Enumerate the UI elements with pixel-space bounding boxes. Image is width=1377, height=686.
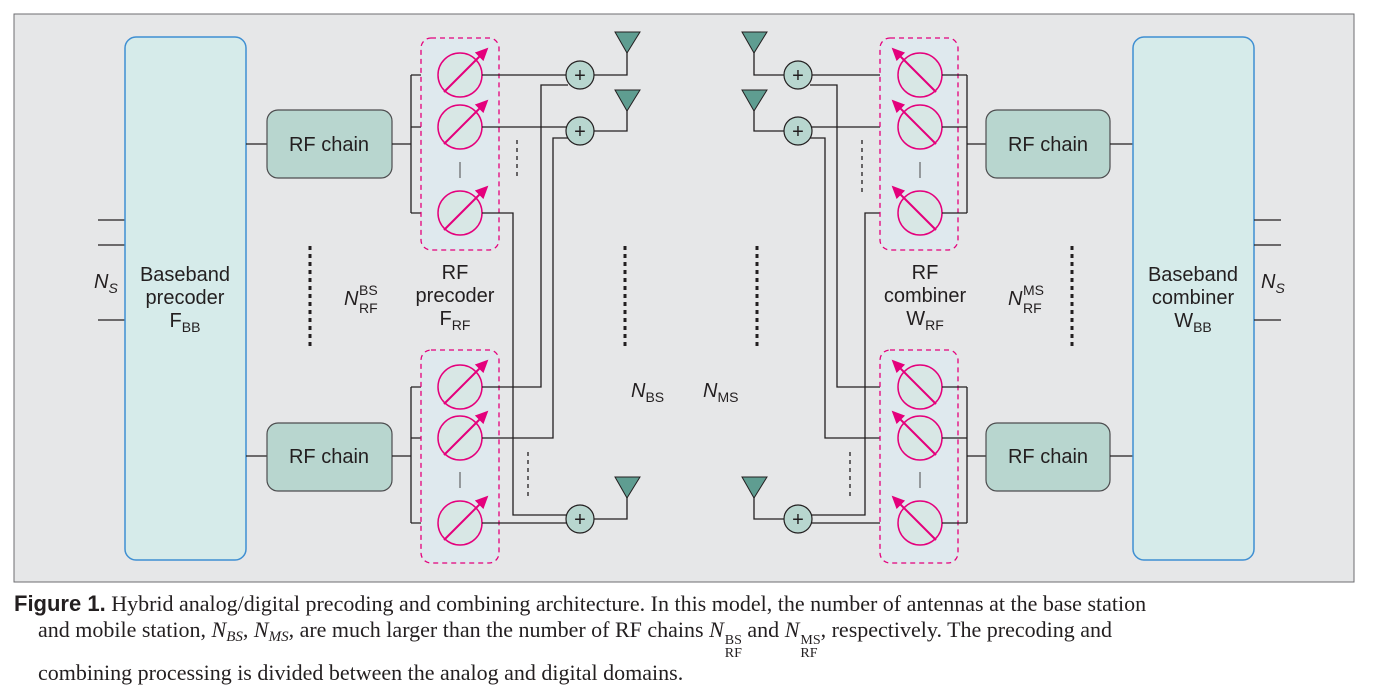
caption-line-2: and mobile station, NBS, NMS, are much l… [14,617,1364,661]
baseband-combiner-block [1132,36,1255,561]
ms-n-rf-symbol: N [1008,288,1023,310]
wire [810,84,898,388]
antenna-icon [741,31,784,76]
bs-rf-chain-bottom [266,422,393,492]
baseband-combiner-label-line2: combiner [1152,287,1235,309]
figure-caption: Figure 1. Hybrid analog/digital precodin… [14,591,1364,686]
adder-icon: + [783,116,813,146]
caption-text: , [242,617,254,642]
caption-math-n-ms: NMS [253,617,289,645]
adder-icon: + [783,60,813,90]
phase-shifter-icon [891,410,943,461]
wire [482,84,568,388]
phase-shifter-icon [437,359,489,410]
wire [482,212,567,516]
bs-n-rf-sub: RF [359,300,378,316]
caption-text: Hybrid analog/digital precoding and comb… [105,591,1147,616]
antenna-icon [594,89,641,132]
adder-icon: + [565,504,595,534]
ms-rf-chain-bottom-label: RF chain [1008,446,1088,468]
svg-text:+: + [574,509,586,531]
antenna-icon [594,31,641,76]
phase-shifter-icon [437,410,489,461]
phase-shifter-icon [891,47,943,98]
rf-combiner-symbol: WRF [906,308,944,333]
caption-text: , respectively. The precoding and [820,617,1113,642]
baseband-combiner-symbol: WBB [1174,310,1212,335]
rf-combiner-label-line2: combiner [884,285,967,307]
ms-side: NMS + + + [703,31,1285,564]
svg-text:+: + [792,121,804,143]
caption-line-3: combining processing is divided between … [14,660,1364,686]
adder-icon: + [565,60,595,90]
rf-precoder-label-line1: RF [442,262,469,284]
caption-text: , are much larger than the number of RF … [288,617,710,642]
caption-text: and mobile station, [38,617,212,642]
phase-shifter-icon [891,359,943,410]
ms-rf-chain-top-label: RF chain [1008,134,1088,156]
phase-shifter-icon [891,99,943,150]
wire [482,137,568,439]
rf-precoder-label-line2: precoder [416,285,495,307]
adder-icon: + [783,504,813,534]
phase-shifter-icon [437,99,489,150]
phase-shifter-icon [437,185,489,236]
hybrid-architecture-diagram: NS Baseband precoder FBB RF chain RF cha… [13,13,1355,583]
bs-rf-chain-top-label: RF chain [289,134,369,156]
caption-text: and [741,617,785,642]
bs-n-rf-sup: BS [359,282,378,298]
antenna-icon [741,476,784,520]
ms-output-streams [1254,219,1281,321]
figure-label: Figure 1. [14,591,106,616]
ms-antenna-count: NMS [703,380,738,405]
baseband-precoder-block [124,36,247,561]
bs-antenna-count: NBS [631,380,664,405]
svg-text:+: + [792,509,804,531]
rf-combiner-label-line1: RF [912,262,939,284]
phase-shifter-icon [891,495,943,546]
svg-text:+: + [792,65,804,87]
bs-combining-wiring [482,74,568,524]
bs-n-rf-symbol: N [344,288,359,310]
ms-rf-chain-bottom [985,422,1111,492]
baseband-precoder-label-line1: Baseband [140,264,230,286]
wire [810,137,898,439]
adder-icon: + [565,116,595,146]
caption-line-1: Figure 1. Hybrid analog/digital precodin… [14,591,1364,617]
antenna-icon [741,89,784,132]
phase-shifter-icon [437,495,489,546]
svg-text:+: + [574,121,586,143]
phase-shifter-icon [437,47,489,98]
baseband-combiner-label-line1: Baseband [1148,264,1238,286]
bs-ns-label: NS [94,271,118,296]
caption-math-n-bs: NBS [211,617,243,645]
baseband-precoder-symbol: FBB [170,310,201,335]
bs-input-streams [98,219,125,321]
phase-shifter-icon [891,185,943,236]
ms-ns-label: NS [1261,271,1285,296]
ms-n-rf-sup: MS [1023,282,1044,298]
bs-rf-chain-bottom-label: RF chain [289,446,369,468]
caption-text: combining processing is divided between … [38,660,684,685]
baseband-precoder-label-line2: precoder [146,287,225,309]
ms-n-rf-sub: RF [1023,300,1042,316]
rf-precoder-symbol: FRF [440,308,471,333]
antenna-icon [594,476,641,520]
ms-combiner-wiring [942,74,986,524]
bs-side: NS Baseband precoder FBB RF chain RF cha… [94,31,664,564]
svg-text:+: + [574,65,586,87]
